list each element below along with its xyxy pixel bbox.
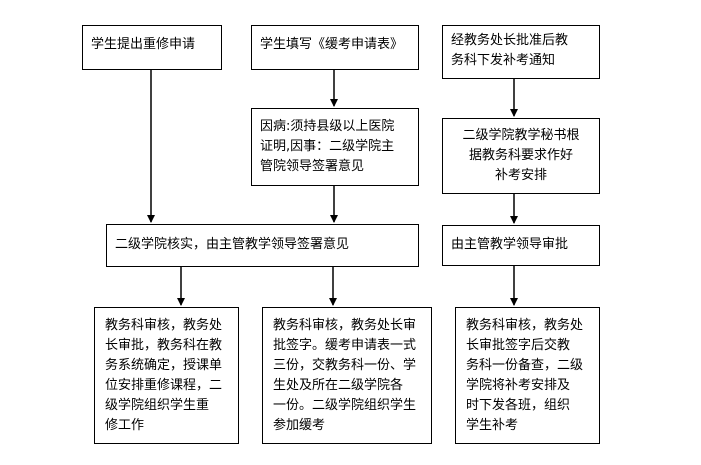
box-leader-approve-text: 由主管教学领导审批 [451,237,569,252]
box-sick-leave-proof: 因病:须持县级以上医院 证明,因事：二级学院主 管院领导签署意见 [251,108,419,186]
box-college-verify: 二级学院核实，由主管教学领导签署意见 [106,224,419,267]
box-makeup-result-text: 教务科审核，教务处 长审批签字后交教 务科一份备查，二级 学院将补考安排及 时下… [466,318,584,433]
box-leader-approve: 由主管教学领导审批 [442,225,600,266]
box-secretary-arrange-text: 二级学院教学秘书根 据教务科要求作好 补考安排 [462,128,580,183]
box-fill-deferral-form-text: 学生填写《缓考申请表》 [260,37,404,52]
box-deferral-result-text: 教务科审核，教务处长审 批签字。缓考申请表一式 三份，交教务科一份、学 生处及所… [273,318,417,433]
box-makeup-result: 教务科审核，教务处 长审批签字后交教 务科一份备查，二级 学院将补考安排及 时下… [455,307,600,444]
box-fill-deferral-form: 学生填写《缓考申请表》 [251,25,419,70]
box-sick-leave-proof-text: 因病:须持县级以上医院 证明,因事：二级学院主 管院领导签署意见 [260,119,395,174]
box-apply-retake: 学生提出重修申请 [82,25,222,70]
box-deferral-result: 教务科审核，教务处长审 批签字。缓考申请表一式 三份，交教务科一份、学 生处及所… [262,307,432,444]
box-college-verify-text: 二级学院核实，由主管教学领导签署意见 [115,237,350,252]
box-retake-result-text: 教务科审核，教务处 长审批，教务科在教 务系统确定，授课单 位安排重修课程，二 … [105,318,223,433]
box-retake-result: 教务科审核，教务处 长审批，教务科在教 务系统确定，授课单 位安排重修课程，二 … [94,307,239,444]
box-makeup-notice: 经教务处长批准后教 务科下发补考通知 [442,25,600,79]
box-makeup-notice-text: 经教务处长批准后教 务科下发补考通知 [451,33,569,68]
box-apply-retake-text: 学生提出重修申请 [91,37,196,52]
box-secretary-arrange: 二级学院教学秘书根 据教务科要求作好 补考安排 [442,118,600,194]
